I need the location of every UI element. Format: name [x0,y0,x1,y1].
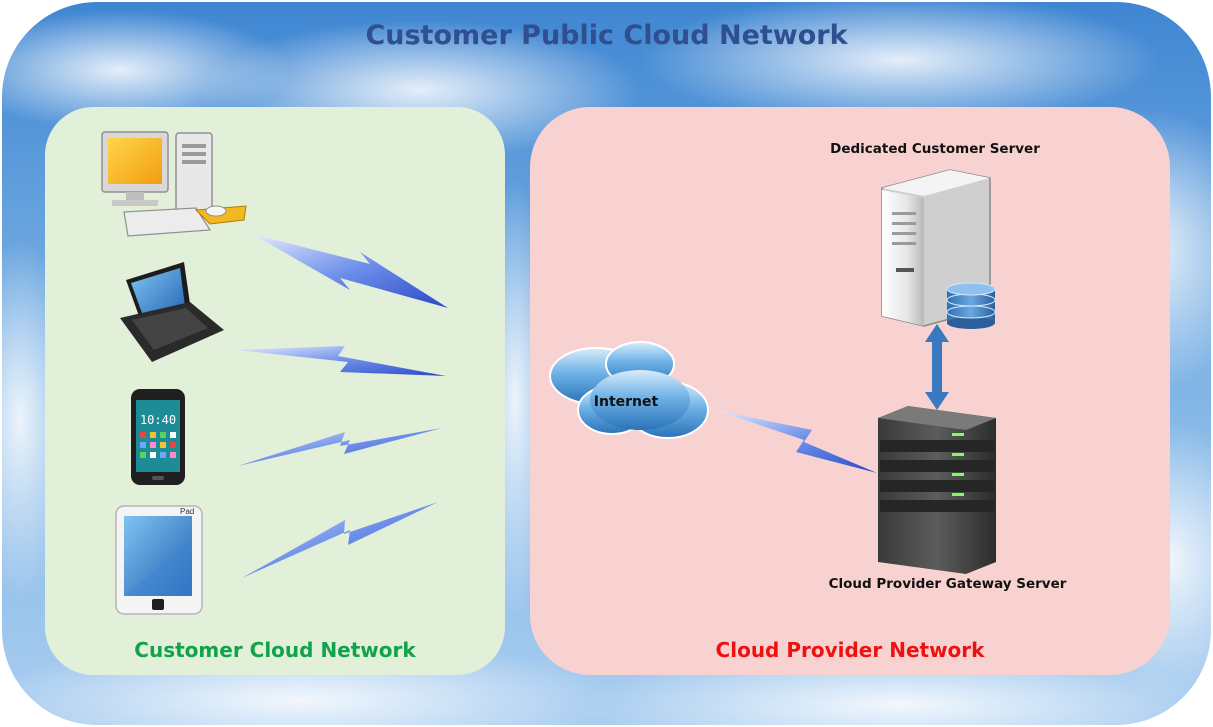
gateway-server-icon [878,406,996,574]
internet-label: Internet [593,394,659,410]
customer-network-label: Customer Cloud Network [134,638,416,662]
wireless-link-laptop [236,346,446,376]
laptop-icon [120,262,224,362]
gateway-server-label: Cloud Provider Gateway Server [828,576,1067,592]
phone-clock: 10:40 [140,413,176,427]
diagram-title: Customer Public Cloud Network [365,20,848,51]
dedicated-server-label: Dedicated Customer Server [830,141,1040,157]
bidirectional-arrow-icon [925,324,949,410]
provider-network-label: Cloud Provider Network [715,638,985,662]
smartphone-icon: 10:40 [131,389,185,485]
provider-network-panel [530,107,1170,675]
tablet-icon [115,505,203,615]
database-icon [946,282,996,329]
wireless-link-desktop [252,234,448,308]
wireless-link-tablet [242,502,438,578]
desktop-computer-icon [101,131,247,237]
internet-cloud-icon [549,341,709,439]
tablet-brand-label: Pad [180,507,195,516]
wireless-link-phone [238,428,442,466]
wireless-link-internet-gateway [715,410,877,473]
